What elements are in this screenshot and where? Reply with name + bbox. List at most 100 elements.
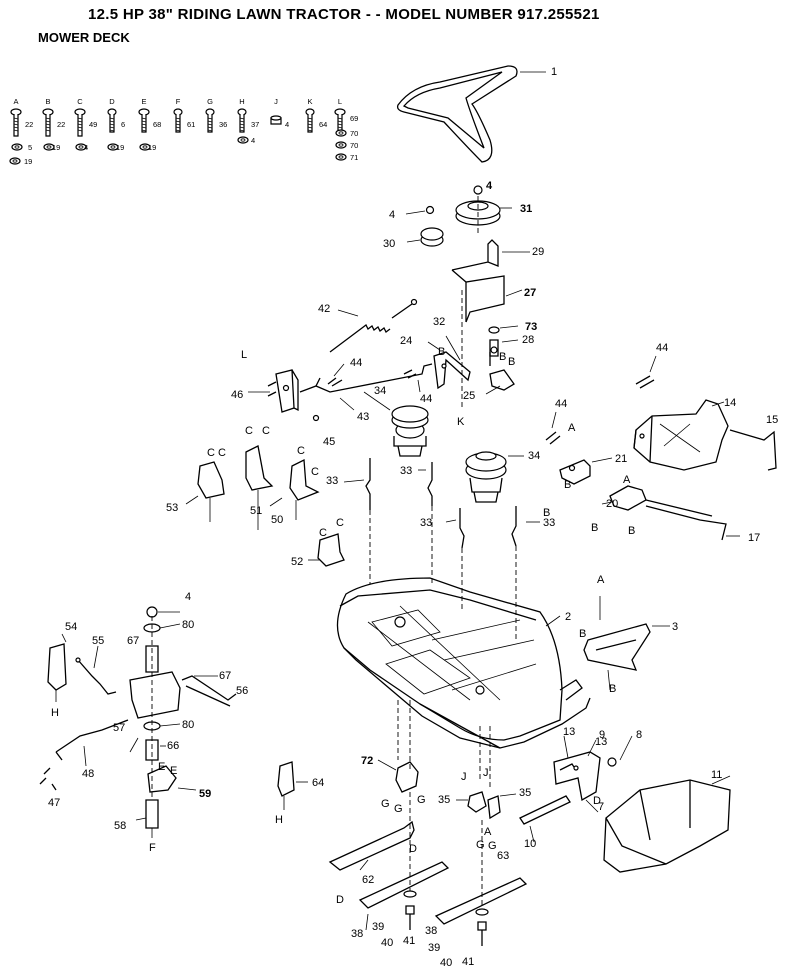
thread-mark: [77, 126, 83, 129]
callout-4b: 4: [389, 209, 395, 221]
bracket-7: [519, 735, 633, 843]
bolt-shank-icon: [307, 114, 313, 133]
callout-33c: 33: [420, 517, 432, 529]
callout-66: 66: [167, 740, 179, 752]
hardware-letter-f: F: [176, 97, 181, 106]
bolt-shank-icon: [141, 114, 147, 133]
washer-or-nut-icon: [335, 141, 347, 149]
bracket-64: [277, 761, 308, 810]
blade-38-right: [434, 820, 528, 946]
thread-mark: [109, 129, 115, 132]
callout-25: 25: [463, 390, 475, 402]
letter-tag-b1: B: [438, 346, 445, 358]
thread-mark: [13, 123, 19, 126]
callout-59: 59: [199, 788, 211, 800]
callout-9: 9: [599, 729, 605, 741]
thread-mark: [337, 123, 343, 126]
callout-41a: 41: [403, 935, 415, 947]
rod-56: [181, 675, 237, 707]
thread-mark: [307, 123, 313, 126]
hardware-letter-a: A: [13, 97, 18, 106]
thread-mark: [45, 129, 51, 132]
blade-38-left: [358, 861, 450, 931]
letter-tag-h2: H: [275, 814, 283, 826]
thread-mark: [13, 117, 19, 120]
hardware-letter-h: H: [239, 97, 244, 106]
callout-13b: 13: [595, 736, 607, 748]
bolt-shank-icon: [239, 114, 245, 133]
callout-3: 3: [672, 621, 678, 633]
callout-43: 43: [357, 411, 369, 423]
letter-tag-b5: B: [628, 525, 635, 537]
callout-31: 31: [520, 203, 532, 215]
thread-mark: [141, 129, 147, 132]
callout-20: 20: [606, 498, 618, 510]
callout-38a: 38: [351, 928, 363, 940]
thread-mark: [13, 129, 19, 132]
letter-tag-c2: C: [218, 447, 226, 459]
bolt-shank-icon: [109, 114, 115, 133]
thread-mark: [109, 117, 115, 120]
letter-tag-e2: E: [170, 765, 177, 777]
thread-mark: [77, 123, 83, 126]
washer-hole-icon: [240, 138, 246, 142]
callout-58: 58: [114, 820, 126, 832]
blade-adapter-72: [377, 759, 419, 793]
callout-24: 24: [400, 335, 412, 347]
bracket-54: [47, 633, 67, 702]
thread-mark: [45, 123, 51, 126]
hardware-group-j: J4: [270, 97, 289, 129]
hardware-group-g: G36: [205, 97, 227, 133]
bracket-25: [485, 346, 515, 395]
callout-52: 52: [291, 556, 303, 568]
callout-67b: 67: [219, 670, 231, 682]
thread-mark: [109, 126, 115, 129]
washer-hole-icon: [338, 155, 344, 159]
callout-48: 48: [82, 768, 94, 780]
thread-mark: [45, 117, 51, 120]
letter-tag-b6: B: [499, 351, 506, 363]
bolt-shank-icon: [175, 114, 181, 133]
idler-pulley-30: [405, 205, 444, 247]
washer-hole-icon: [338, 143, 344, 147]
hardware-part-4: 4: [84, 143, 88, 152]
thread-mark: [307, 117, 313, 120]
hardware-part-37: 37: [251, 120, 259, 129]
letter-tag-a4: A: [484, 826, 492, 838]
washer-or-nut-icon: [9, 157, 21, 165]
letter-tag-b7: B: [543, 507, 550, 519]
bracket-46: [248, 369, 299, 413]
pulley-31: [455, 185, 512, 235]
callout-44b: 44: [420, 393, 432, 405]
letter-tag-b8: B: [579, 628, 586, 640]
callout-45: 45: [323, 436, 335, 448]
letter-tag-b2: B: [508, 356, 515, 368]
callout-35b: 35: [519, 787, 531, 799]
letter-tag-f1: F: [149, 842, 156, 854]
thread-mark: [77, 129, 83, 132]
callout-47: 47: [48, 797, 60, 809]
callout-7: 7: [598, 801, 604, 813]
callout-34a: 34: [374, 385, 386, 397]
callout-80b: 80: [182, 719, 194, 731]
letter-tag-b9: B: [609, 683, 616, 695]
bolt-shank-icon: [337, 114, 343, 133]
thread-mark: [175, 117, 181, 120]
hardware-letter-c: C: [77, 97, 83, 106]
thread-mark: [337, 117, 343, 120]
letter-tag-d3: D: [593, 795, 601, 807]
callout-42: 42: [318, 303, 330, 315]
bracket-24: [427, 335, 471, 390]
section-subtitle: MOWER DECK: [38, 30, 130, 45]
hardware-letter-d: D: [109, 97, 115, 106]
hardware-part-70: 70: [350, 141, 358, 150]
callout-28: 28: [522, 334, 534, 346]
letter-tag-d2: D: [336, 894, 344, 906]
pivot-assembly: [129, 606, 197, 838]
callout-8: 8: [636, 729, 642, 741]
callout-13a: 13: [563, 726, 575, 738]
letter-tag-b3: B: [564, 479, 571, 491]
